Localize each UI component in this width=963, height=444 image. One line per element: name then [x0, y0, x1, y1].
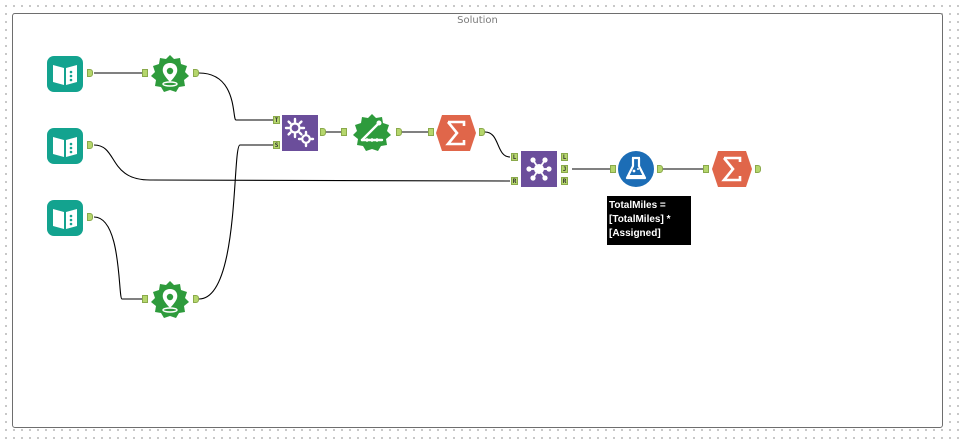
- container-title: Solution: [457, 15, 498, 26]
- flask-icon: [618, 151, 654, 187]
- wire-input3-to-points2: [93, 216, 146, 300]
- output-anchor[interactable]: [193, 69, 199, 77]
- annotation-line: TotalMiles =: [609, 200, 666, 211]
- input-anchor[interactable]: [142, 295, 148, 303]
- append-target-anchor[interactable]: T: [273, 116, 280, 124]
- output-anchor[interactable]: [87, 69, 93, 77]
- join-right-output-anchor[interactable]: R: [561, 177, 568, 185]
- annotation-line: [TotalMiles] *: [609, 214, 671, 225]
- formula-annotation: TotalMiles = [TotalMiles] * [Assigned]: [607, 196, 691, 245]
- join-tool[interactable]: [520, 150, 558, 188]
- input-data-tool-2[interactable]: [46, 127, 84, 165]
- join-join-output-anchor[interactable]: J: [561, 165, 568, 173]
- input-anchor[interactable]: [341, 128, 347, 136]
- book-icon: [47, 56, 83, 92]
- output-anchor[interactable]: [755, 165, 761, 173]
- distance-tool[interactable]: [352, 113, 392, 153]
- book-icon: [47, 128, 83, 164]
- sigma-icon: [436, 115, 476, 151]
- formula-tool[interactable]: [617, 150, 655, 188]
- input-anchor[interactable]: [428, 128, 434, 136]
- summarize-tool-1[interactable]: [436, 114, 476, 152]
- output-anchor[interactable]: [657, 165, 663, 173]
- input-data-tool-1[interactable]: [46, 55, 84, 93]
- wire-summarize1-to-join: [484, 131, 511, 158]
- create-points-tool-2[interactable]: [150, 280, 190, 320]
- output-anchor[interactable]: [87, 213, 93, 221]
- join-right-input-anchor[interactable]: R: [511, 177, 518, 185]
- output-anchor[interactable]: [396, 128, 402, 136]
- create-points-tool-1[interactable]: [150, 54, 190, 94]
- input-anchor[interactable]: [142, 69, 148, 77]
- input-data-tool-3[interactable]: [46, 199, 84, 237]
- wire-input2-to-join: [93, 144, 511, 182]
- output-anchor[interactable]: [193, 295, 199, 303]
- gears-icon: [282, 115, 318, 151]
- join-left-output-anchor[interactable]: L: [561, 153, 568, 161]
- output-anchor[interactable]: [87, 141, 93, 149]
- input-anchor[interactable]: [610, 165, 616, 173]
- book-icon: [47, 200, 83, 236]
- append-fields-tool[interactable]: [281, 114, 319, 152]
- annotation-line: [Assigned]: [609, 228, 661, 239]
- append-source-anchor[interactable]: S: [273, 141, 280, 149]
- output-anchor[interactable]: [320, 128, 326, 136]
- map-pin-icon: [151, 281, 189, 318]
- wire-points2-to-append: [198, 144, 276, 300]
- wire-points1-to-append: [198, 72, 276, 121]
- join-left-input-anchor[interactable]: L: [511, 153, 518, 161]
- input-anchor[interactable]: [703, 165, 709, 173]
- join-nodes-icon: [521, 151, 557, 187]
- map-pin-icon: [151, 55, 189, 92]
- summarize-tool-2[interactable]: [712, 150, 752, 188]
- sigma-icon: [712, 151, 752, 187]
- ruler-icon: [353, 114, 391, 151]
- output-anchor[interactable]: [479, 128, 485, 136]
